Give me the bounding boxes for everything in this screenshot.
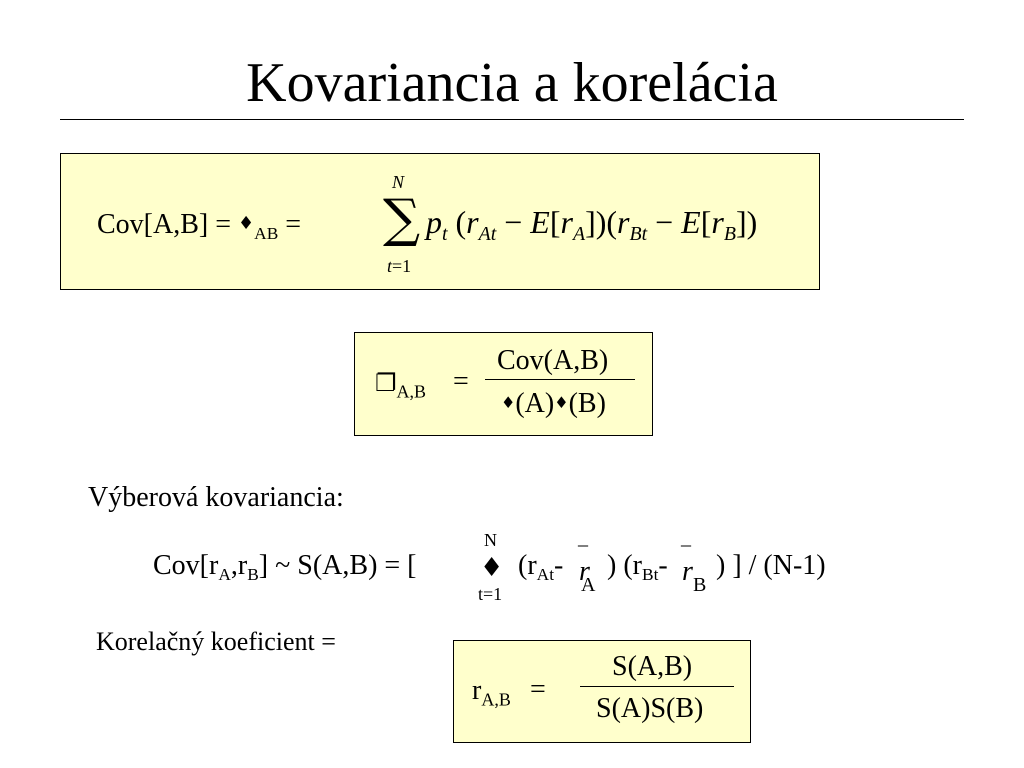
cov-lhs-equals: = [278, 209, 302, 240]
rho-lhs: ❐A,B [375, 367, 427, 402]
close-open-r-bt: ) (r [607, 550, 642, 581]
mean-r-a-letter: r [579, 556, 590, 587]
sample-cov-formula-middle: ) (rBt- [607, 550, 668, 585]
cov-lhs-text: Cov[A,B] = [97, 209, 239, 240]
open-r-at: (r [518, 550, 537, 581]
minus-1: − [504, 204, 523, 240]
sample-cov-formula-right: (rAt- [518, 550, 564, 585]
sample-sum-symbol-icon: ♦ [480, 553, 504, 583]
expectation-2: E [681, 204, 701, 240]
mean-bar-b: _ [681, 527, 691, 549]
bracket-open-1: [ [549, 204, 561, 240]
p-sub: t [442, 222, 448, 245]
sub-b: B [247, 565, 259, 585]
mean-r-a-sub: A [581, 574, 596, 596]
sample-sum-upper: N [484, 530, 497, 550]
dash-1: - [554, 550, 564, 581]
slide-title: Kovariancia a korelácia [246, 52, 778, 114]
den-part-a: (A) [515, 388, 555, 419]
mean-bar-a: _ [578, 527, 588, 549]
r-var-4: r [711, 204, 724, 240]
rho-symbol-icon: ❐ [375, 369, 397, 397]
sample-cov-formula-tail: ) ] / (N-1) [716, 550, 826, 581]
r-ab-lhs: rA,B [472, 675, 511, 710]
mean-r-b-sub: B [693, 574, 707, 596]
sample-covariance-heading: Výberová kovariancia: [88, 482, 344, 513]
dash-2: - [658, 550, 668, 581]
rho-subscript: A,B [396, 381, 427, 402]
sum-lower-index: t [387, 256, 393, 276]
cov-prefix: Cov[r [153, 550, 219, 581]
r-sub-3: Bt [629, 222, 648, 245]
s-ab-expr: ] ~ S(A,B) = [ [258, 550, 417, 581]
sigma-symbol-icon: ♦ [501, 393, 516, 412]
sum-upper-limit: N [392, 172, 405, 192]
mean-r-a: r [579, 556, 590, 588]
r-ab-denominator: S(A)S(B) [596, 693, 704, 724]
r-sub-1: At [478, 222, 497, 245]
rho-fraction-bar [485, 379, 635, 380]
sigma-symbol-icon: ♦ [554, 393, 569, 412]
sigma-subscript: AB [254, 224, 279, 244]
bracket-open-2: [ [700, 204, 712, 240]
p-var: p [426, 204, 442, 240]
minus-2: − [655, 204, 674, 240]
r-ab-equals: = [530, 674, 546, 705]
cov-summand: pt (rAt − E[rA])(rBt − E[rB]) [426, 202, 758, 245]
rho-denominator: ♦(A)♦(B) [501, 387, 606, 420]
r-ab-subscript: A,B [481, 689, 511, 710]
cov-lhs: Cov[A,B] = ♦AB = [97, 208, 302, 244]
correlation-coefficient-label: Korelačný koeficient = [96, 627, 336, 656]
r-var-1: r [466, 204, 479, 240]
comma-r: ,r [230, 550, 248, 581]
bracket-close-2: ]) [735, 204, 758, 240]
sample-cov-formula-left: Cov[rA,rB] ~ S(A,B) = [ [153, 550, 417, 585]
den-part-b: (B) [568, 388, 606, 419]
expectation-1: E [530, 204, 550, 240]
sigma-symbol-icon: ♦ [238, 213, 255, 234]
sum-lower-rest: =1 [392, 256, 412, 276]
r-var-2: r [560, 204, 573, 240]
summation-sign-icon: ∑ [383, 189, 421, 249]
sum-lower-limit: t=1 [387, 256, 411, 276]
rho-equals: = [453, 366, 469, 397]
r-letter: r [472, 675, 482, 706]
sub-a: A [218, 565, 231, 585]
sub-bt: Bt [641, 565, 659, 585]
r-var-3: r [617, 204, 630, 240]
bracket-close-1: ])( [585, 204, 618, 240]
covariance-formula-box: Cov[A,B] = ♦AB = N ∑ t=1 pt (rAt − E[rA]… [60, 153, 820, 290]
rho-numerator: Cov(A,B) [497, 345, 609, 376]
open-paren: ( [455, 204, 467, 240]
r-sub-4: B [723, 222, 736, 245]
sample-correlation-box: rA,B = S(A,B) S(A)S(B) [453, 640, 751, 743]
mean-r-b-letter: r [682, 556, 693, 587]
title-underline [60, 119, 964, 120]
r-ab-numerator: S(A,B) [612, 651, 693, 682]
r-sub-2: A [572, 222, 586, 245]
mean-r-b: r [682, 556, 693, 588]
correlation-formula-box: ❐A,B = Cov(A,B) ♦(A)♦(B) [354, 332, 653, 436]
sample-sum-lower: t=1 [478, 584, 503, 604]
sub-at: At [536, 565, 555, 585]
r-ab-fraction-bar [580, 686, 734, 687]
